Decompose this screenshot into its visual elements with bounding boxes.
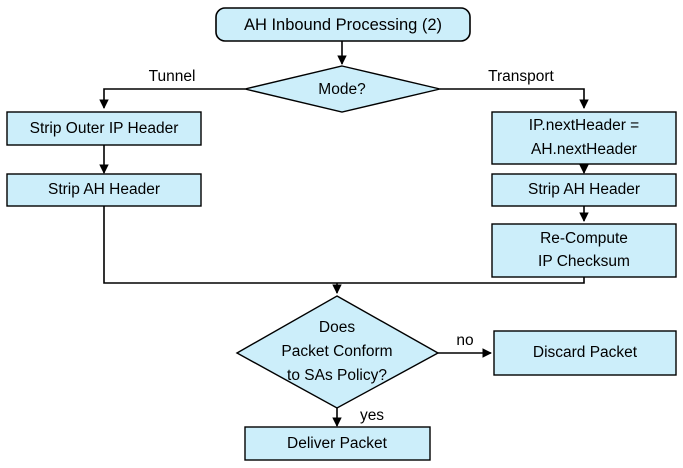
node-deliver-packet-shape	[244, 426, 431, 461]
node-recompute-ip-checksum-label-line2: IP Checksum	[538, 253, 630, 270]
node-next-header-assign-label-line2: AH.nextHeader	[531, 141, 637, 158]
node-discard-packet-shape	[493, 330, 677, 376]
edge-recompute-merge	[337, 277, 585, 284]
edges-group	[99, 41, 589, 427]
node-strip-ah-header-left-label: Strip AH Header	[48, 181, 160, 198]
edge-label-tunnel: Tunnel	[149, 68, 196, 85]
node-strip-ah-header-right[interactable]: Strip AH Header	[491, 173, 677, 207]
node-discard-packet[interactable]: Discard Packet	[493, 330, 677, 376]
node-next-header-assign[interactable]: IP.nextHeader = AH.nextHeader	[491, 111, 677, 165]
node-recompute-ip-checksum-shape	[491, 223, 677, 278]
node-deliver-packet-label: Deliver Packet	[287, 435, 388, 452]
node-strip-ah-header-left-shape	[6, 173, 202, 207]
node-next-header-assign-shape	[491, 111, 677, 165]
node-conform-decision-label-line1: Does	[319, 319, 355, 336]
node-discard-packet-label: Discard Packet	[533, 344, 638, 361]
node-conform-decision-label-line2: Packet Conform	[281, 343, 392, 360]
node-mode[interactable]: Mode?	[244, 65, 441, 113]
node-conform-decision-label-line3: to SAs Policy?	[287, 367, 387, 384]
node-recompute-ip-checksum[interactable]: Re-Compute IP Checksum	[491, 223, 677, 278]
node-start-shape	[215, 7, 471, 42]
edge-labels-group: Tunnel Transport no yes	[149, 68, 555, 424]
node-strip-ah-header-right-label: Strip AH Header	[528, 181, 640, 198]
node-deliver-packet[interactable]: Deliver Packet	[244, 426, 431, 461]
edge-label-yes: yes	[360, 407, 384, 424]
node-start-label: AH Inbound Processing (2)	[244, 16, 442, 34]
edge-label-no: no	[456, 332, 473, 349]
node-strip-outer-ip-header-shape	[6, 111, 202, 146]
node-start[interactable]: AH Inbound Processing (2)	[215, 7, 471, 42]
edge-mode-to-strip-outer	[99, 88, 245, 109]
node-mode-shape	[244, 65, 441, 113]
node-conform-decision[interactable]: Does Packet Conform to SAs Policy?	[235, 295, 440, 409]
node-strip-outer-ip-header[interactable]: Strip Outer IP Header	[6, 111, 202, 146]
node-mode-label: Mode?	[318, 81, 366, 98]
edge-strip-ah-left-merge	[103, 206, 337, 284]
node-strip-ah-header-left[interactable]: Strip AH Header	[6, 173, 202, 207]
node-recompute-ip-checksum-label-line1: Re-Compute	[540, 230, 628, 247]
edge-mode-to-next-header	[440, 88, 589, 109]
node-next-header-assign-label-line1: IP.nextHeader =	[529, 117, 639, 134]
node-strip-outer-ip-header-label: Strip Outer IP Header	[30, 120, 179, 137]
node-conform-decision-shape	[235, 295, 440, 409]
node-strip-ah-header-right-shape	[491, 173, 677, 207]
edge-label-transport: Transport	[488, 68, 554, 85]
